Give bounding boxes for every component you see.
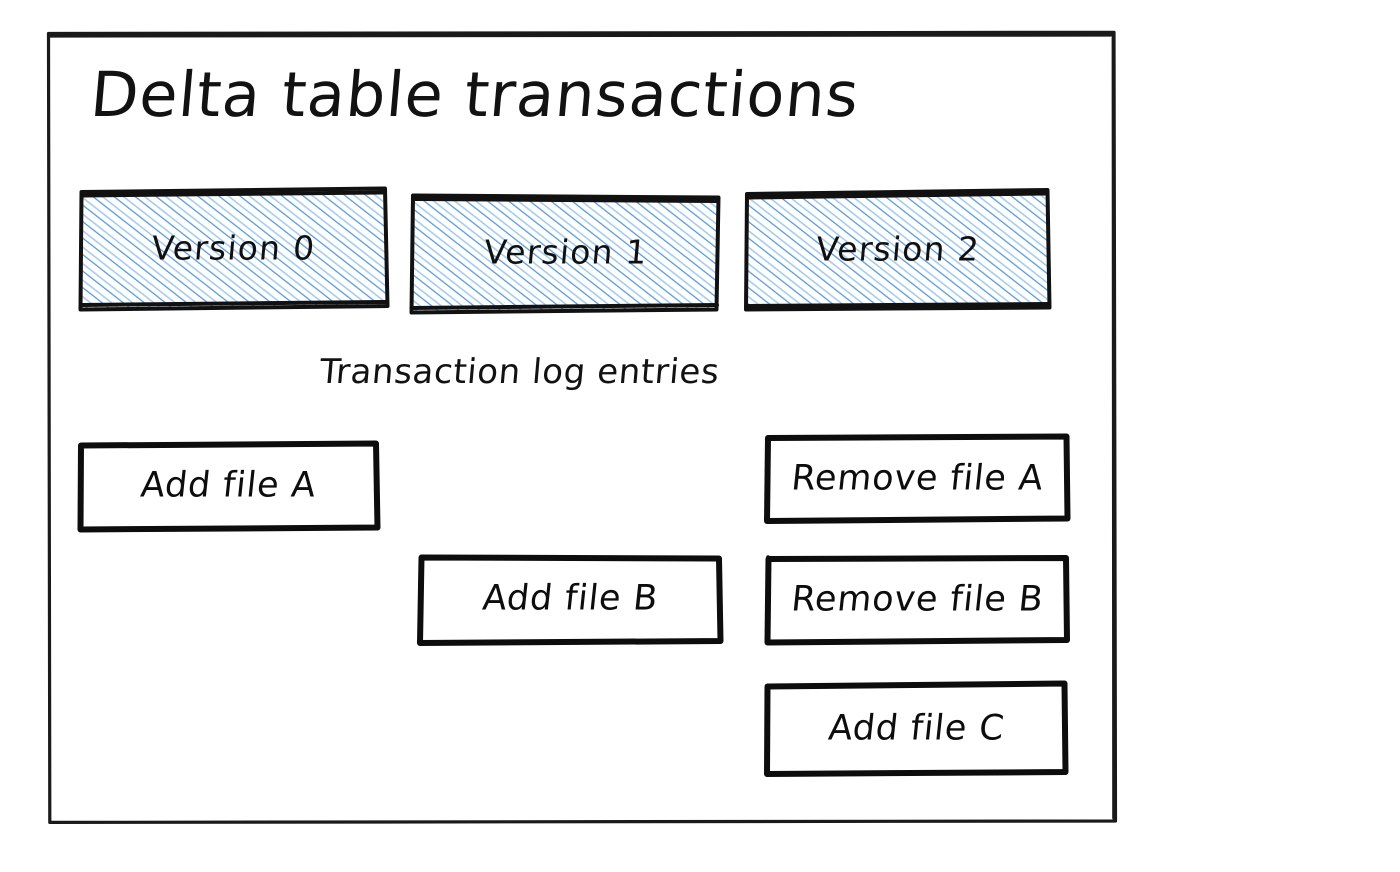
page-title: Delta table transactions	[87, 58, 863, 131]
log-entry-remove-file-a-shape	[764, 433, 1071, 524]
version-box-1-shape	[409, 193, 721, 315]
log-entry-remove-file-b-shape	[764, 555, 1070, 646]
version-box-2[interactable]: Version 2	[744, 186, 1052, 314]
log-entry-add-file-a[interactable]: Add file A	[77, 440, 381, 533]
version-box-0[interactable]: Version 0	[77, 185, 390, 313]
log-entry-add-file-a-shape	[77, 440, 381, 533]
log-entry-add-file-c[interactable]: Add file C	[764, 680, 1069, 778]
version-box-2-shape	[744, 188, 1052, 312]
version-box-1[interactable]: Version 1	[409, 190, 723, 316]
log-entry-add-file-b-shape	[417, 554, 724, 646]
log-entry-add-file-c-shape	[764, 680, 1069, 777]
log-entry-remove-file-a[interactable]: Remove file A	[764, 433, 1071, 525]
log-entry-add-file-b[interactable]: Add file B	[417, 554, 724, 646]
version-box-0-shape	[78, 186, 390, 312]
section-label: Transaction log entries	[318, 352, 722, 392]
log-entry-remove-file-b[interactable]: Remove file B	[764, 555, 1071, 646]
